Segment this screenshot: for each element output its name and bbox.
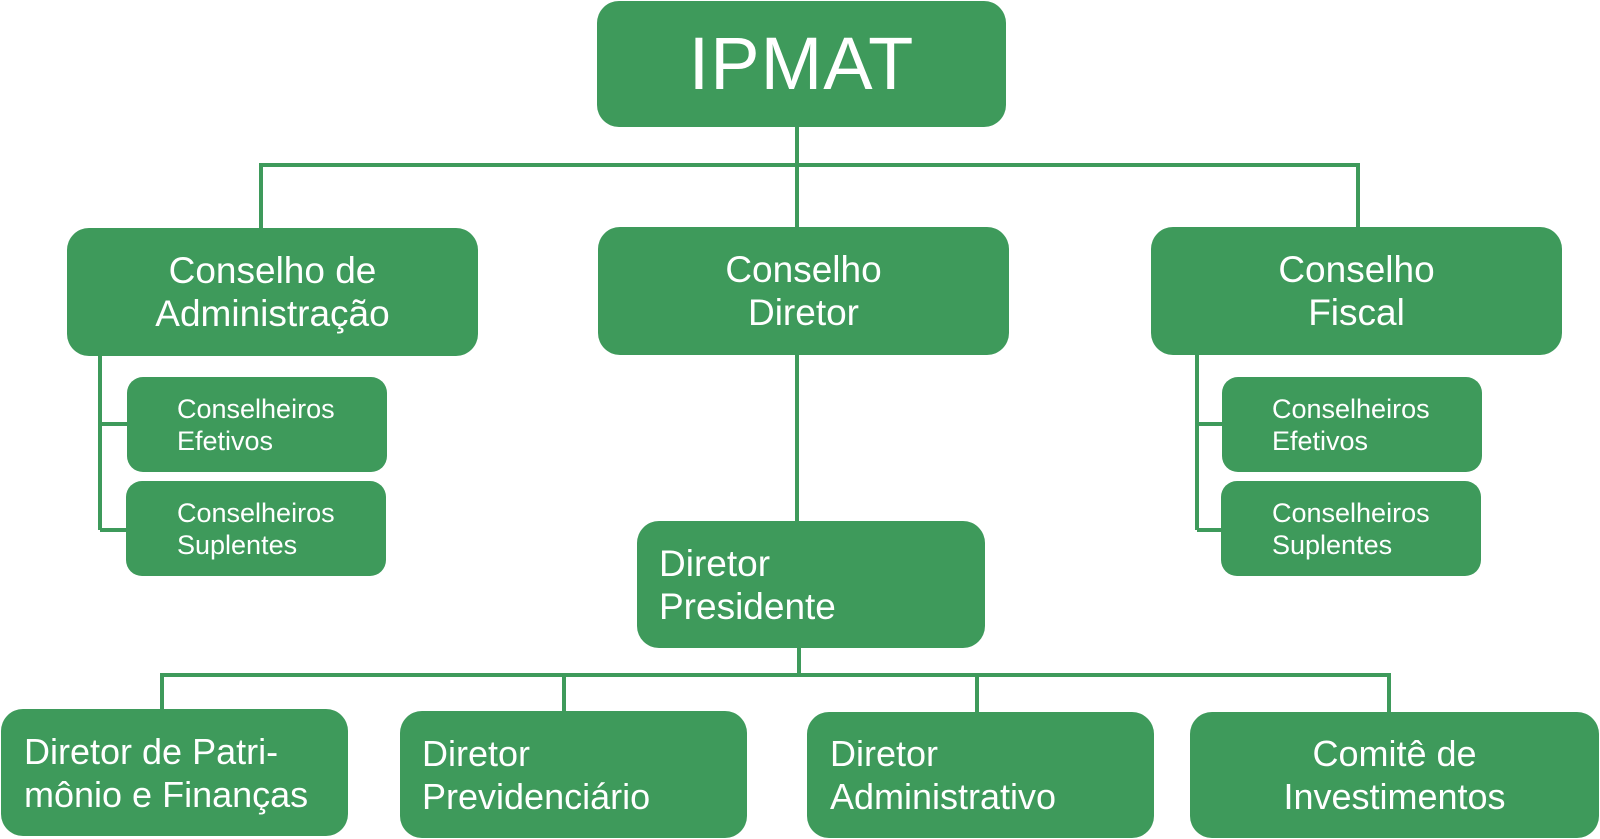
conselho-fiscal-line2: Fiscal <box>1308 292 1405 333</box>
comite-investimentos-box: Comitê de Investimentos <box>1190 712 1599 838</box>
diretor-administrativo-line2: Administrativo <box>830 776 1057 817</box>
diretor-patrimonio-financas-box: Diretor de Patri- mônio e Finanças <box>1 709 348 836</box>
ipmat-title: IPMAT <box>688 22 915 105</box>
comite-investimentos-line2: Investimentos <box>1283 776 1506 817</box>
diretor-presidente-line1: Diretor <box>659 542 771 584</box>
fiscal-efetivos-line1: Conselheiros <box>1272 393 1430 424</box>
fiscal-suplentes-line2: Suplentes <box>1272 529 1393 560</box>
admin-efetivos-line1: Conselheiros <box>177 393 335 424</box>
diretor-patrimonio-line1: Diretor de Patri- <box>24 730 279 772</box>
diretor-administrativo-box: Diretor Administrativo <box>807 712 1154 838</box>
fiscal-conselheiros-suplentes-box: Conselheiros Suplentes <box>1221 481 1481 576</box>
diretor-previdenciario-line1: Diretor <box>422 732 531 774</box>
admin-conselheiros-efetivos-box: Conselheiros Efetivos <box>127 377 387 472</box>
fiscal-conselheiros-efetivos-box: Conselheiros Efetivos <box>1222 377 1482 472</box>
conselho-diretor-line2: Diretor <box>747 292 860 333</box>
diretor-previdenciario-box: Diretor Previdenciário <box>400 711 747 838</box>
admin-suplentes-line1: Conselheiros <box>177 497 335 528</box>
fiscal-efetivos-line2: Efetivos <box>1272 425 1369 456</box>
conselho-diretor-line1: Conselho <box>725 249 882 290</box>
conselho-administracao-line2: Administração <box>155 293 390 334</box>
diretor-patrimonio-line2: mônio e Finanças <box>24 773 309 815</box>
comite-investimentos-line1: Comitê de <box>1312 733 1477 774</box>
conselho-fiscal-box: Conselho Fiscal <box>1151 227 1562 355</box>
admin-efetivos-line2: Efetivos <box>177 425 274 456</box>
diretor-previdenciario-line2: Previdenciário <box>422 775 651 817</box>
ipmat-root-box: IPMAT <box>597 1 1006 127</box>
admin-conselheiros-suplentes-box: Conselheiros Suplentes <box>126 481 386 576</box>
diretor-presidente-box: Diretor Presidente <box>637 521 985 648</box>
conselho-diretor-box: Conselho Diretor <box>598 227 1009 355</box>
conselho-administracao-line1: Conselho de <box>168 250 377 291</box>
diretor-presidente-line2: Presidente <box>659 585 836 627</box>
admin-suplentes-line2: Suplentes <box>177 529 298 560</box>
fiscal-suplentes-line1: Conselheiros <box>1272 497 1430 528</box>
conselho-fiscal-line1: Conselho <box>1278 249 1435 290</box>
conselho-administracao-box: Conselho de Administração <box>67 228 478 356</box>
diretor-administrativo-line1: Diretor <box>830 733 939 774</box>
